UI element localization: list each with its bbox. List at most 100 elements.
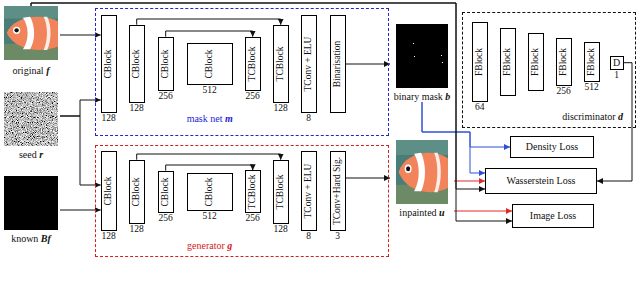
image-caption: original f	[13, 66, 50, 76]
connector-arrow	[422, 102, 485, 173]
layer-block: TCBlock256	[245, 170, 261, 213]
layer-block: CBlock128	[101, 15, 117, 113]
layer-block: CBlock128	[129, 160, 145, 224]
layer-block: CBlock512	[187, 173, 233, 211]
group-label: generator g	[187, 241, 232, 251]
network-group: mask net mCBlock128CBlock128CBlock256CBl…	[95, 8, 389, 136]
channel-count: 512	[585, 83, 599, 93]
inpainted-image	[396, 140, 448, 204]
image-caption: known Bf	[11, 234, 51, 244]
block-label: FBlock	[559, 48, 569, 76]
binary-mask-image	[396, 24, 448, 88]
channel-count: 1	[614, 71, 619, 81]
output-block: D1	[610, 56, 624, 70]
block-label: TCBlock	[248, 174, 258, 209]
channel-count: 8	[306, 232, 311, 242]
loss-box: Density Loss	[510, 136, 594, 158]
block-label: TCBlock	[248, 46, 258, 81]
block-label: CBlock	[161, 49, 171, 78]
layer-block: FBlock	[500, 28, 516, 96]
channel-count: 8	[306, 114, 311, 124]
connector-arrow	[137, 19, 281, 25]
block-label: CBlock	[104, 49, 114, 78]
loss-box: Image Loss	[512, 204, 594, 228]
block-label: TCBlock	[276, 174, 286, 209]
group-label: mask net m	[187, 114, 233, 124]
channel-count: 256	[159, 214, 173, 224]
layer-block: FBlock512	[584, 42, 600, 82]
block-label: CBlock	[104, 176, 114, 205]
image-panel: seed r	[2, 92, 60, 160]
known-image-ground	[4, 176, 58, 230]
block-label: TConv + ELU	[304, 163, 314, 218]
block-label: FBlock	[503, 48, 513, 76]
box-label: Image Loss	[530, 211, 576, 221]
layer-block: FBlock64	[472, 22, 488, 102]
box-label: D	[613, 58, 620, 68]
connector-arrow	[166, 165, 253, 171]
connector-arrow	[166, 31, 253, 37]
layer-block: TCBlock128	[273, 25, 289, 103]
connector-arrow	[422, 102, 510, 147]
block-label: FBlock	[475, 48, 485, 76]
layer-block: CBlock256	[158, 171, 174, 213]
channel-count: 512	[203, 212, 217, 222]
layer-block: CBlock256	[158, 37, 174, 91]
known-image	[4, 176, 58, 230]
block-label: FBlock	[587, 48, 597, 76]
channel-count: 128	[130, 225, 144, 235]
channel-count: 3	[335, 232, 340, 242]
block-label: CBlock	[132, 49, 142, 78]
image-panel: original f	[2, 6, 60, 76]
block-label: Binarisation	[333, 40, 343, 86]
layer-block: CBlock512	[187, 43, 233, 85]
layer-block: TConv + ELU8	[301, 15, 317, 113]
connector-arrow	[346, 64, 390, 65]
image-caption: seed r	[19, 150, 43, 160]
channel-count: 128	[274, 104, 288, 114]
image-panel: inpainted u	[390, 140, 454, 218]
connector-arrow	[137, 154, 281, 160]
block-label: CBlock	[205, 49, 215, 78]
layer-block: FBlock256	[556, 38, 572, 86]
layer-block: CBlock128	[101, 151, 117, 231]
connector-arrow	[31, 3, 485, 189]
layer-block: TConv + ELU8	[301, 151, 317, 231]
channel-count: 256	[557, 87, 571, 97]
seed-noise-image	[4, 92, 58, 146]
connector-arrow	[454, 211, 512, 212]
loss-box: Wasserstein Loss	[485, 168, 597, 194]
group-label: discriminator d	[562, 112, 623, 122]
channel-count: 64	[475, 103, 485, 113]
network-group: discriminator dFBlock64FBlockFBlockFBloc…	[462, 12, 636, 128]
network-group: generator gCBlock128CBlock128CBlock256CB…	[95, 145, 389, 257]
image-panel: binary mask b	[390, 24, 454, 102]
image-panel: known Bf	[2, 176, 60, 244]
box-label: Wasserstein Loss	[507, 176, 576, 186]
original-image	[4, 6, 58, 60]
channel-count: 256	[246, 214, 260, 224]
channel-count: 128	[130, 104, 144, 114]
layer-block: TCBlock128	[273, 160, 289, 224]
channel-count: 256	[246, 92, 260, 102]
block-label: CBlock	[161, 177, 171, 206]
connector-arrow	[454, 181, 485, 182]
layer-block: CBlock128	[129, 25, 145, 103]
layer-block: FBlock	[528, 33, 544, 91]
image-caption: binary mask b	[394, 92, 451, 102]
block-label: FBlock	[531, 48, 541, 76]
connector-arrow	[346, 178, 390, 179]
layer-block: TConv+Hard Sig.3	[330, 151, 346, 231]
block-label: TConv+Hard Sig.	[333, 157, 343, 225]
channel-count: 256	[159, 92, 173, 102]
channel-count: 512	[203, 86, 217, 96]
channel-count: 128	[102, 232, 116, 242]
block-label: CBlock	[132, 177, 142, 206]
block-label: TCBlock	[276, 46, 286, 81]
block-label: CBlock	[205, 177, 215, 206]
image-caption: inpainted u	[399, 208, 444, 218]
layer-block: Binarisation	[330, 15, 346, 113]
channel-count: 128	[102, 114, 116, 124]
box-label: Density Loss	[526, 142, 579, 152]
